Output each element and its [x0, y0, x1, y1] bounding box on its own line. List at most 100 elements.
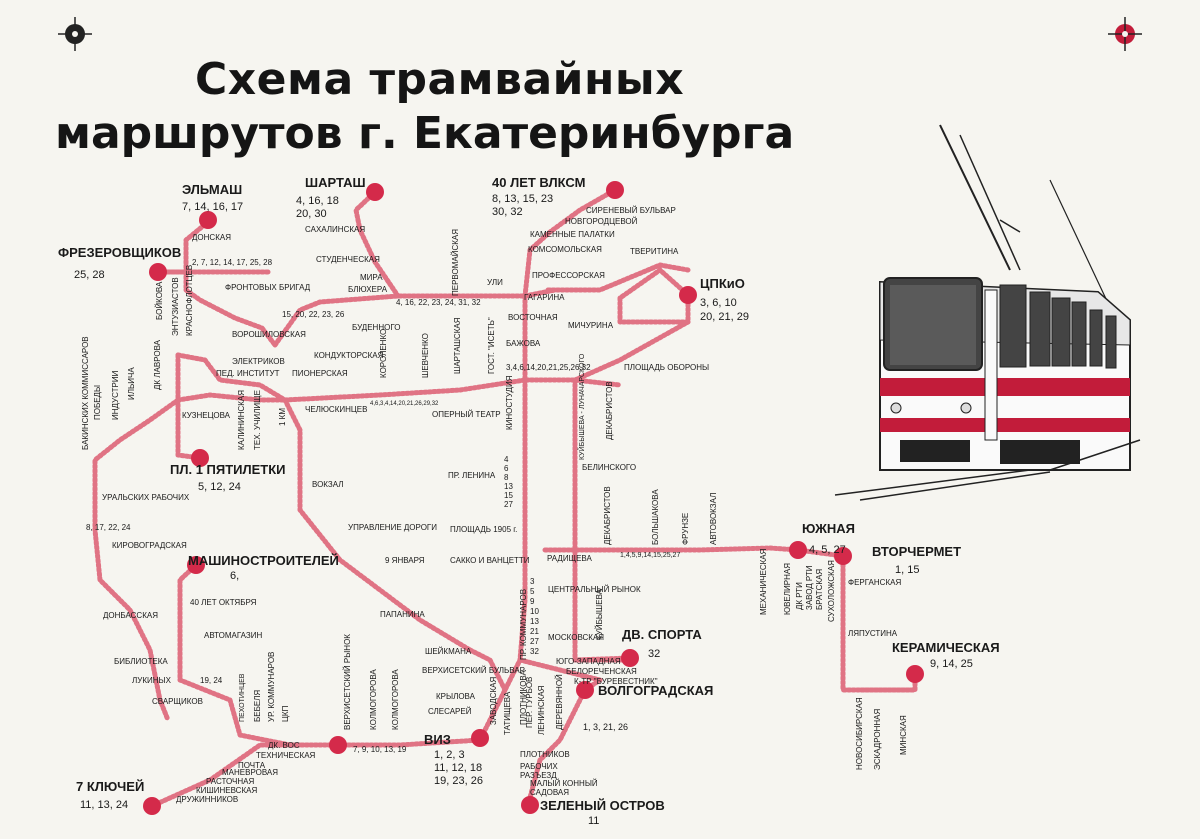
stop-label: БЕЛОРЕЧЕНСКАЯ	[566, 667, 637, 676]
stop-label: ЦКП	[281, 705, 290, 722]
stop-label: БАЖОВА	[506, 339, 541, 348]
stop-label: БУДЕННОГО	[352, 323, 400, 332]
stop-label: ЭЛЕКТРИКОВ	[232, 357, 285, 366]
route-line-tveritina	[545, 262, 691, 293]
terminal-routes-keramich: 9, 14, 25	[930, 658, 973, 670]
stop-label: ДРУЖИННИКОВ	[176, 795, 238, 804]
stop-label: РАЗЪЕЗД	[520, 771, 557, 780]
route-number-label: 4	[504, 455, 509, 464]
terminal-label-cpkio: ЦПКиО	[700, 276, 745, 291]
stop-label: СИРЕНЕВЫЙ БУЛЬВАР	[586, 206, 676, 215]
stop-label: КРЫЛОВА	[436, 692, 476, 701]
stop-label: ДК РТИ	[795, 582, 804, 610]
stop-label: ПР. КОММУНАРОВ	[519, 589, 528, 660]
route-number-label: 27	[530, 637, 539, 646]
route-line-cpkio	[617, 267, 691, 325]
stop-label: 1,4,5,9,14,15,25,27	[620, 552, 680, 559]
terminal-dot-shartash	[366, 183, 384, 201]
stop-label: КОЛМОГОРОВА	[369, 669, 378, 730]
stop-label: КАМЕННЫЕ ПАЛАТКИ	[530, 230, 615, 239]
stop-label: 7, 9, 10, 13, 19	[353, 745, 407, 754]
stop-label: БОЙКОВА	[155, 281, 164, 320]
stop-label: КИНОСТУДИЯ	[505, 375, 514, 430]
stop-label: ТЕХ. УЧИЛИЩЕ	[253, 390, 262, 450]
stop-label: БЕБЕЛЯ	[253, 690, 262, 722]
stop-label: МИРА	[360, 273, 383, 282]
stop-label: АВТОМАГАЗИН	[204, 631, 263, 640]
stop-label: ТЕХНИЧЕСКАЯ	[256, 751, 316, 760]
stop-label: УР. КОММУНАРОВ	[267, 652, 276, 722]
route-number-label: 27	[504, 500, 513, 509]
terminal-label-keramich: КЕРАМИЧЕСКАЯ	[892, 640, 1000, 655]
terminal-dot-vtorchermet	[834, 547, 852, 565]
stop-label: ЮВЕЛИРНАЯ	[783, 563, 792, 615]
stop-label: КРАСНОФЛОТЦЕВ	[185, 265, 194, 336]
route-line-oborony	[572, 319, 691, 383]
stop-label: ЭСКАДРОННАЯ	[873, 709, 882, 770]
stop-label: ПЕР. ТУРБОВ	[525, 677, 534, 728]
terminal-label-elmash: ЭЛЬМАШ	[182, 182, 242, 197]
stop-label: ДК ЛАВРОВА	[153, 339, 162, 390]
terminal-labels: ЭЛЬМАШ 7, 14, 16, 17 ШАРТАШ 4, 16, 18 20…	[58, 175, 1000, 827]
stop-label: КОМСОМОЛЬСКАЯ	[528, 245, 602, 254]
stop-label: КАЛИНИНСКАЯ	[237, 390, 246, 450]
route-number-label: 13	[504, 482, 513, 491]
title-line-2: маршрутов г. Екатеринбурга	[55, 108, 795, 159]
stop-label: УРАЛЬСКИХ РАБОЧИХ	[102, 493, 190, 502]
stop-label: ПЕРВОМАЙСКАЯ	[451, 229, 460, 296]
stop-label: КУЙБЫШЕВА - ЛУНАЧАРСКОГО	[577, 353, 586, 460]
terminal-dot-pyatiletki	[191, 449, 209, 467]
route-line-elektrikov	[175, 352, 288, 403]
terminal-routes-yuzhnaya: 4, 5, 27	[809, 544, 846, 556]
route-line-west	[175, 352, 203, 461]
terminal-dot-vizpark	[329, 736, 347, 754]
stop-label: ЗАВОДСКАЯ	[489, 677, 498, 725]
stop-label: ШЕЙКМАНА	[425, 647, 472, 656]
terminal-routes-7kluchei: 11, 13, 24	[80, 799, 128, 811]
stop-label: САХАЛИНСКАЯ	[305, 225, 365, 234]
registration-mark-left-icon	[58, 17, 92, 51]
stop-label: ДЕРЕВЯННОЙ	[555, 674, 564, 730]
terminal-routes-frezer: 25, 28	[74, 269, 105, 281]
stop-label: МОСКОВСКАЯ	[548, 633, 604, 642]
stop-label: ОПЕРНЫЙ ТЕАТР	[432, 410, 501, 419]
stop-label: 4,6,3,4,14,20,21,26,29,32	[370, 401, 439, 407]
terminal-dots	[143, 181, 924, 815]
terminal-routes-zelenyi: 11	[588, 815, 599, 827]
stop-label: 8, 17, 22, 24	[86, 523, 131, 532]
stop-label: КУЗНЕЦОВА	[182, 411, 231, 420]
terminal-label-zelenyi: ЗЕЛЕНЫЙ ОСТРОВ	[540, 798, 665, 813]
stop-label: ВОКЗАЛ	[312, 480, 343, 489]
title-line-1: Схема трамвайных	[195, 54, 685, 105]
stop-label: 1 КМ	[278, 408, 287, 426]
route-line-7kluchei	[149, 742, 303, 809]
route-number-label: 8	[504, 473, 509, 482]
terminal-label-shartash: ШАРТАШ	[305, 175, 366, 190]
stop-label: ПАПАНИНА	[380, 610, 425, 619]
terminal-dot-7kluchei	[143, 797, 161, 815]
stop-label: ДОНСКАЯ	[192, 233, 231, 242]
terminal-routes-vlksm-2: 30, 32	[492, 206, 523, 218]
terminal-label-frezer: ФРЕЗЕРОВЩИКОВ	[58, 245, 181, 260]
stop-label: КИРОВОГРАДСКАЯ	[112, 541, 187, 550]
stop-label: КОРОЛЕНКО	[379, 329, 388, 378]
terminal-label-sport: ДВ. СПОРТА	[622, 627, 702, 642]
stop-label: РАБОЧИХ	[520, 762, 558, 771]
terminal-dot-volgograd	[576, 681, 594, 699]
route-line-central-ns	[477, 377, 528, 743]
route-line-vlksm	[522, 187, 618, 299]
terminal-dot-viz	[471, 729, 489, 747]
stop-label: ДК. ВОС	[268, 741, 300, 750]
stop-label: БАКИНСКИХ КОММИССАРОВ	[81, 336, 90, 450]
stop-label: ЦЕНТРАЛЬНЫЙ РЫНОК	[548, 585, 641, 594]
stop-label: ЧЕЛЮСКИНЦЕВ	[305, 405, 367, 414]
route-number-label: 6	[504, 464, 509, 473]
terminal-routes-sport: 32	[648, 648, 660, 660]
route-line-uralskih	[92, 397, 181, 723]
route-number-label: 3	[530, 577, 535, 586]
terminal-dot-yuzhnaya	[789, 541, 807, 559]
terminal-routes-cpkio: 3, 6, 10	[700, 297, 737, 309]
terminal-routes-shartash: 4, 16, 18	[296, 195, 339, 207]
route-line-volgograd	[517, 657, 603, 808]
route-line-boikova	[183, 269, 278, 348]
